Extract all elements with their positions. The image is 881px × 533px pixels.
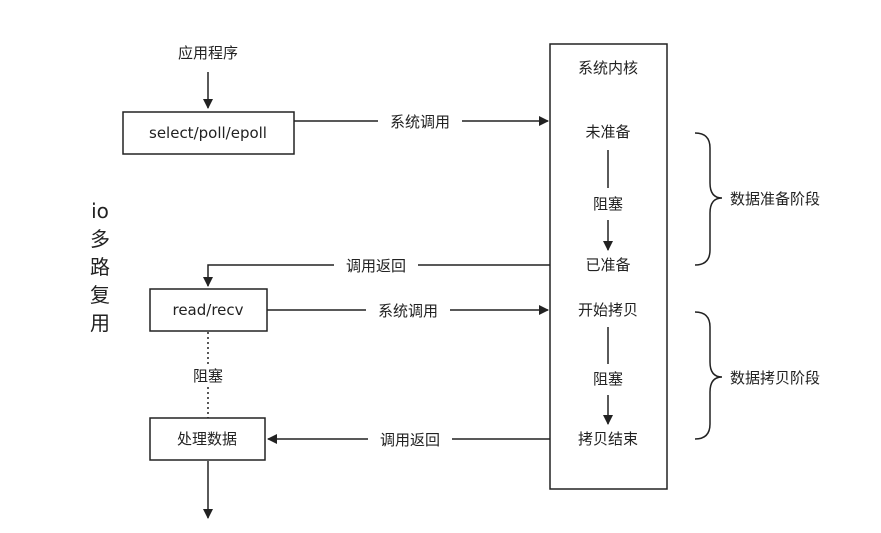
return-arrow-1 [203, 264, 550, 287]
process-box: 处理数据 [149, 417, 266, 461]
user-block-label: 阻塞 [193, 367, 223, 385]
side-title: io 多 路 复 用 [90, 199, 110, 335]
read-box: read/recv [149, 288, 268, 332]
kernel-not-ready: 未准备 [585, 123, 630, 141]
syscall-label-1: 系统调用 [390, 113, 450, 131]
return-label-2: 调用返回 [380, 431, 440, 449]
return-label-1: 调用返回 [346, 257, 406, 275]
phase-copy-bracket: 数据拷贝阶段 [694, 311, 820, 440]
kernel-block-1: 阻塞 [593, 195, 623, 213]
phase-prepare-label: 数据准备阶段 [730, 190, 820, 208]
read-box-label: read/recv [172, 301, 243, 319]
kernel-block-2: 阻塞 [593, 370, 623, 388]
syscall-label-2: 系统调用 [378, 302, 438, 320]
side-title-char-4: 复 [90, 283, 110, 307]
kernel-start-copy: 开始拷贝 [578, 301, 638, 319]
phase-prepare-bracket: 数据准备阶段 [694, 132, 820, 266]
select-box-label: select/poll/epoll [149, 124, 267, 142]
select-box: select/poll/epoll [122, 111, 295, 155]
kernel-ready: 已准备 [585, 256, 630, 274]
app-label: 应用程序 [178, 44, 238, 62]
side-title-char-2: 多 [90, 227, 110, 251]
kernel-title: 系统内核 [578, 59, 638, 77]
side-title-char-5: 用 [90, 311, 110, 335]
process-box-label: 处理数据 [177, 430, 237, 448]
kernel-copy-done: 拷贝结束 [578, 430, 638, 448]
kernel-box: 系统内核 未准备 阻塞 已准备 开始拷贝 阻塞 拷贝结束 [549, 43, 668, 490]
side-title-char-3: 路 [90, 255, 110, 279]
phase-copy-label: 数据拷贝阶段 [730, 369, 820, 387]
side-title-char-1: io [91, 199, 109, 223]
